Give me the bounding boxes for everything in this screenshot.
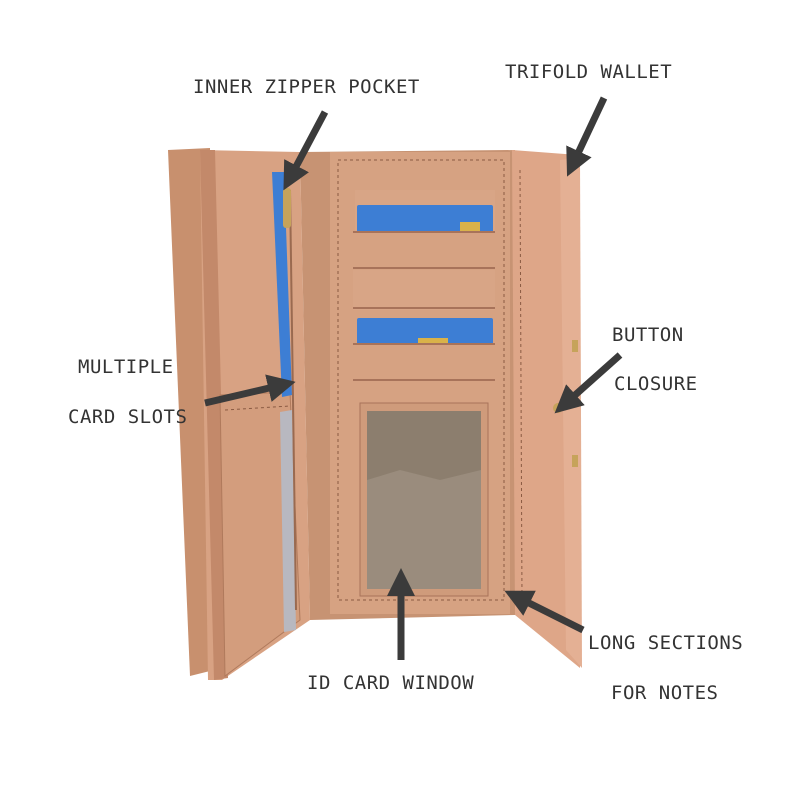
label-button: BUTTON [612, 324, 684, 346]
label-id-card-window: ID CARD WINDOW [307, 672, 475, 694]
blue-card-top [357, 205, 493, 233]
label-inner-zipper-pocket: INNER ZIPPER POCKET [193, 76, 420, 98]
arrow-zipper [283, 110, 329, 191]
arrow-trifold [566, 96, 608, 177]
label-closure: CLOSURE [614, 373, 698, 395]
wallet-left-flap-shade [200, 150, 228, 680]
label-trifold-wallet: TRIFOLD WALLET [505, 61, 673, 83]
label-for-notes: FOR NOTES [611, 682, 719, 704]
button-closure-stud [553, 403, 563, 413]
arrow-button [554, 352, 623, 414]
arrow-notes [504, 590, 585, 634]
label-long-sections: LONG SECTIONS [588, 632, 744, 654]
blue-card-bottom [357, 318, 493, 346]
left-blue-card [272, 172, 292, 397]
card-slot-mid [353, 270, 495, 310]
zipper-pull [283, 188, 291, 228]
label-multiple: MULTIPLE [78, 356, 174, 378]
arrow-icon [204, 96, 623, 660]
label-card-slots: CARD SLOTS [68, 406, 188, 428]
left-gray-card [280, 410, 296, 632]
arrow-card-slots [204, 374, 296, 407]
